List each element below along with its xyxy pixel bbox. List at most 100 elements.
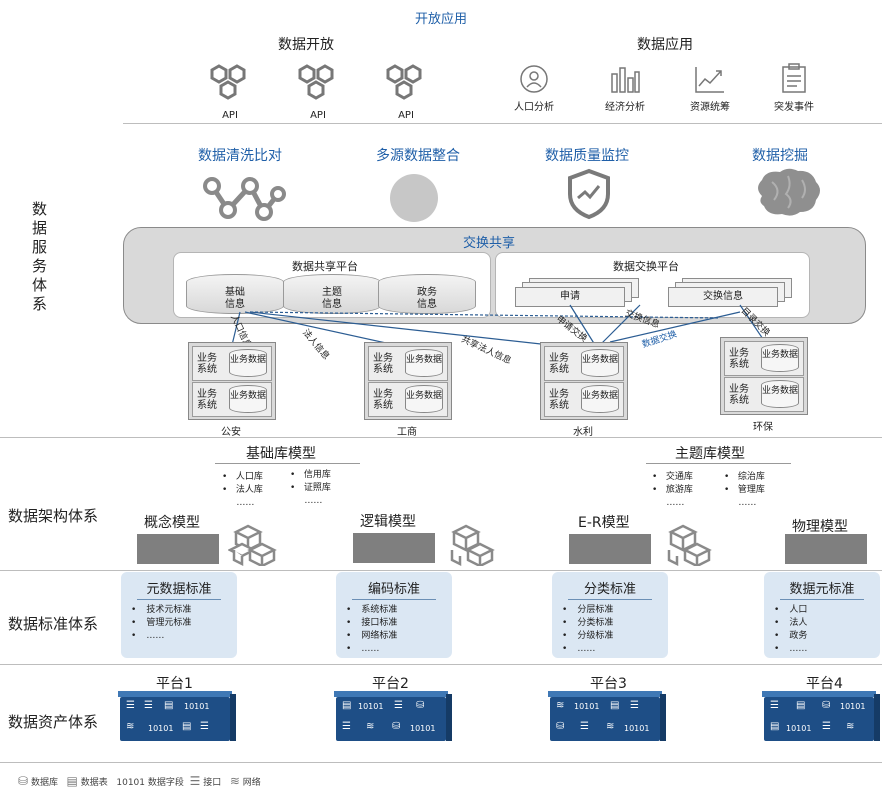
basic-info-db: 基础信息 — [186, 274, 284, 314]
list-item: • 人口库 — [222, 472, 263, 482]
model-bar — [785, 534, 867, 564]
table-icon: ▤ — [342, 700, 352, 711]
business-system-label: 业务系统 — [197, 353, 217, 375]
list-item: • 管理库 — [724, 485, 765, 495]
interface-icon: ☰ — [394, 700, 403, 711]
list-item: 系统标准 — [346, 604, 397, 617]
list-item: • 综治库 — [724, 472, 765, 482]
divider — [0, 437, 882, 438]
network-icon: ≋ — [126, 721, 135, 732]
standard-rule — [568, 599, 652, 600]
exchange-info-doc: 交换信息 — [668, 287, 778, 307]
standard-title: 数据元标准 — [789, 582, 855, 597]
theme-model-title: 主题库模型 — [675, 446, 745, 462]
system-name: 公安 — [221, 427, 241, 438]
population-analysis-icon — [520, 65, 548, 93]
base-items-right: • 信用库 • 证照库 …… — [290, 469, 331, 508]
system-gongshang: 业务系统业务数据 业务系统业务数据 — [364, 342, 452, 420]
standard-title: 编码标准 — [367, 582, 420, 597]
app-label: 经济分析 — [605, 102, 645, 113]
business-system-row: 业务系统业务数据 — [724, 377, 804, 412]
legend-network: 网络 — [242, 778, 261, 788]
list-item: …… — [131, 630, 191, 643]
api-hexagon-icon — [210, 64, 246, 100]
business-system-row: 业务系统业务数据 — [544, 346, 624, 381]
gov-info-label: 政务信息 — [417, 287, 437, 310]
system-name: 环保 — [753, 422, 773, 433]
system-gongan: 业务系统业务数据 业务系统业务数据 — [188, 342, 276, 420]
table-icon: ▤ — [610, 700, 620, 711]
service-quality-monitor: 数据质量监控 — [545, 148, 629, 164]
network-icon: ≋ — [366, 721, 375, 732]
list-item: 接口标准 — [346, 617, 397, 630]
table-icon: ▤ — [164, 700, 174, 711]
list-item: 分级标准 — [562, 630, 613, 643]
business-data-db: 业务数据 — [405, 349, 443, 377]
server-top — [334, 691, 448, 697]
network-icon: ≋ — [846, 721, 855, 732]
standard-card-metadata: 元数据标准 技术元标准管理元标准…… — [121, 572, 237, 658]
platform-label: 平台1 — [156, 676, 193, 692]
theme-model-rule — [646, 463, 791, 464]
side-label-service: 数据服务体系 — [32, 200, 48, 313]
standard-rule — [780, 599, 864, 600]
standard-title: 分类标准 — [583, 582, 636, 597]
list-item: • 法人库 — [222, 485, 263, 495]
api-label: API — [310, 110, 326, 121]
list-item: • 证照库 — [290, 483, 331, 493]
table-icon: ▤ — [796, 700, 806, 711]
list-item: 分类标准 — [562, 617, 613, 630]
api-label: API — [398, 110, 414, 121]
database-icon: ⛁ — [822, 700, 831, 711]
interface-icon: ☰ — [342, 721, 351, 732]
business-system-label: 业务系统 — [373, 353, 393, 375]
base-model-rule — [215, 463, 360, 464]
system-shuili: 业务系统业务数据 业务系统业务数据 — [540, 342, 628, 420]
platform-server: ▤10101 ☰⛁ ☰≋ ⛁10101 — [334, 691, 452, 741]
platform-label: 平台4 — [806, 676, 843, 692]
standard-rule — [352, 599, 436, 600]
business-system-label: 业务系统 — [373, 389, 393, 411]
side-label-architecture: 数据架构体系 — [8, 507, 99, 525]
side-label-standard: 数据标准体系 — [8, 615, 99, 633]
model-bar — [137, 534, 219, 564]
network-nodes-icon — [203, 177, 286, 221]
side-label-asset: 数据资产体系 — [8, 713, 99, 731]
database-icon: ⛁ — [392, 721, 401, 732]
bar-chart-icon — [611, 67, 640, 93]
theme-items-left: • 交通库 • 旅游库 …… — [652, 471, 693, 510]
service-data-cleaning: 数据清洗比对 — [198, 148, 282, 164]
interface-icon: ☰ — [189, 774, 201, 788]
business-system-label: 业务系统 — [549, 389, 569, 411]
field-icon: 10101 — [574, 702, 600, 711]
api-label: API — [222, 110, 238, 121]
business-system-label: 业务系统 — [729, 384, 749, 406]
platform-label: 平台2 — [372, 676, 409, 692]
list-item: …… — [236, 498, 255, 508]
app-label: 突发事件 — [774, 102, 814, 113]
cubes-icon — [450, 524, 495, 566]
list-item: 人口 — [774, 604, 807, 617]
interface-icon: ☰ — [580, 721, 589, 732]
business-system-label: 业务系统 — [549, 353, 569, 375]
cubes-icon — [228, 524, 277, 566]
system-name: 水利 — [573, 427, 593, 438]
business-system-row: 业务系统业务数据 — [368, 382, 448, 417]
exchange-platform-title: 数据交换平台 — [613, 260, 679, 273]
standard-card-classification: 分类标准 分层标准分类标准分级标准…… — [552, 572, 668, 658]
platform-server: ≋10101 ▤☰ ⛁☰ ≋10101 — [548, 691, 666, 741]
field-icon: 10101 — [840, 702, 866, 711]
model-label-physical: 物理模型 — [792, 519, 848, 535]
database-icon: ⛁ — [416, 700, 425, 711]
legend-table: 数据表 — [80, 778, 108, 788]
business-data-db: 业务数据 — [229, 385, 267, 413]
platform-label: 平台3 — [590, 676, 627, 692]
service-multi-source-integration: 多源数据整合 — [376, 148, 460, 164]
network-icon: ≋ — [229, 774, 240, 788]
interface-icon: ☰ — [630, 700, 639, 711]
apply-doc: 申请 — [515, 287, 625, 307]
interface-icon: ☰ — [144, 700, 153, 711]
standard-card-coding: 编码标准 系统标准接口标准网络标准…… — [336, 572, 452, 658]
interface-icon: ☰ — [770, 700, 779, 711]
app-label: 资源统筹 — [690, 102, 730, 113]
